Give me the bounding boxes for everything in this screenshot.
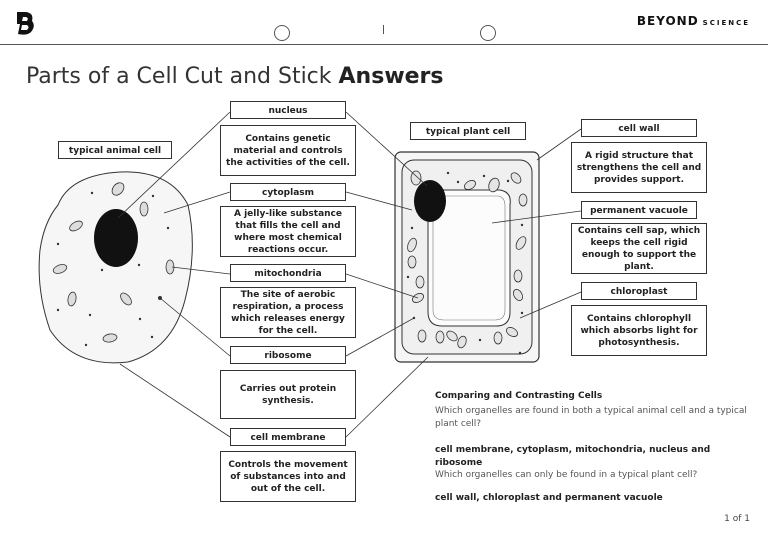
answer-1: cell membrane, cytoplasm, mitochondria, … bbox=[435, 445, 711, 468]
fold-mark bbox=[383, 25, 384, 34]
punch-hole-left bbox=[274, 25, 290, 41]
desc-cell-wall: A rigid structure that strengthens the c… bbox=[571, 142, 707, 193]
desc-permanent-vacuole: Contains cell sap, which keeps the cell … bbox=[571, 223, 707, 274]
label-cell-membrane: cell membrane bbox=[230, 428, 346, 446]
label-typical-plant-cell: typical plant cell bbox=[410, 122, 526, 140]
animal-cell-outline bbox=[38, 171, 193, 364]
title-main: Parts of a Cell Cut and Stick bbox=[26, 64, 332, 89]
label-chloroplast: chloroplast bbox=[581, 282, 697, 300]
label-nucleus: nucleus bbox=[230, 101, 346, 119]
label-permanent-vacuole: permanent vacuole bbox=[581, 201, 697, 219]
title-emphasis: Answers bbox=[338, 64, 444, 89]
label-ribosome: ribosome bbox=[230, 346, 346, 364]
brand-sub: SCIENCE bbox=[702, 19, 750, 27]
brand-name: BEYOND bbox=[636, 14, 699, 28]
header-divider bbox=[0, 44, 768, 45]
animal-mitochondria bbox=[52, 182, 175, 343]
question-1: Which organelles are found in both a typ… bbox=[435, 406, 747, 429]
leader-lines bbox=[117, 111, 582, 438]
label-cytoplasm: cytoplasm bbox=[230, 183, 346, 201]
question-2: Which organelles can only be found in a … bbox=[435, 470, 698, 480]
desc-nucleus: Contains genetic material and controls t… bbox=[220, 125, 356, 176]
desc-cytoplasm: A jelly-like substance that fills the ce… bbox=[220, 206, 356, 257]
page-title: Parts of a Cell Cut and Stick Answers bbox=[26, 64, 444, 89]
animal-nucleus bbox=[94, 209, 138, 267]
answer-2: cell wall, chloroplast and permanent vac… bbox=[435, 493, 663, 503]
desc-ribosome: Carries out protein synthesis. bbox=[220, 370, 356, 419]
desc-chloroplast: Contains chlorophyll which absorbs light… bbox=[571, 305, 707, 356]
questions-heading: Comparing and Contrasting Cells bbox=[435, 391, 603, 401]
plant-ribosomes bbox=[406, 171, 524, 355]
desc-cell-membrane: Controls the movement of substances into… bbox=[220, 451, 356, 502]
page-indicator: 1 of 1 bbox=[724, 514, 750, 524]
beyond-logo-icon bbox=[17, 12, 34, 35]
plant-chloroplasts bbox=[407, 170, 528, 349]
plant-nucleus bbox=[414, 180, 446, 222]
punch-hole-right bbox=[480, 25, 496, 41]
label-cell-wall: cell wall bbox=[581, 119, 697, 137]
label-mitochondria: mitochondria bbox=[230, 264, 346, 282]
label-typical-animal-cell: typical animal cell bbox=[58, 141, 172, 159]
desc-mitochondria: The site of aerobic respiration, a proce… bbox=[220, 287, 356, 338]
